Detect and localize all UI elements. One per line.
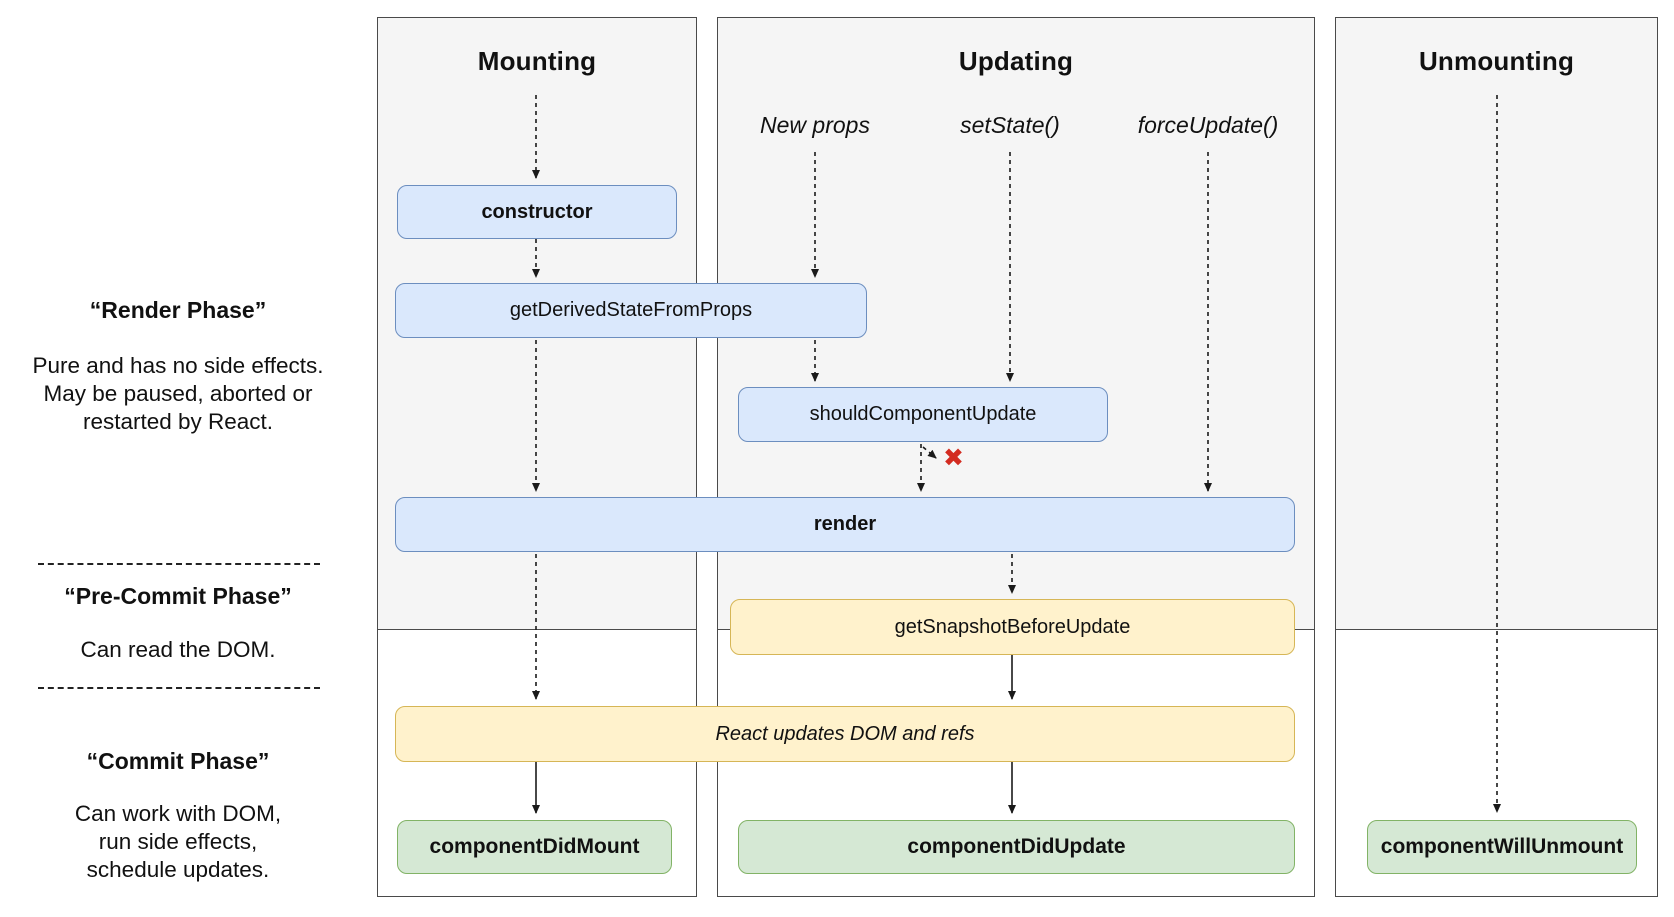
- unmounting-column: Unmounting: [1335, 17, 1658, 897]
- phase-divider: [38, 687, 320, 689]
- render-phase-description-line: May be paused, aborted or: [43, 381, 313, 406]
- pre-commit-phase-description: Can read the DOM.: [28, 636, 328, 664]
- node-component-did-mount[interactable]: componentDidMount: [397, 820, 672, 874]
- commit-phase-description-line: run side effects,: [98, 829, 258, 854]
- commit-phase-description: Can work with DOM, run side effects, sch…: [28, 800, 328, 884]
- render-phase-description: Pure and has no side effects. May be pau…: [28, 352, 328, 436]
- set-state-label: setState(): [960, 112, 1060, 138]
- updating-column-title: Updating: [958, 46, 1074, 76]
- no-update-x-icon: ✖: [943, 444, 964, 472]
- render-phase-description-line: restarted by React.: [82, 409, 274, 434]
- render-phase-description-line: Pure and has no side effects.: [32, 353, 324, 378]
- node-get-derived-state-from-props[interactable]: getDerivedStateFromProps: [395, 283, 867, 338]
- node-should-component-update[interactable]: shouldComponentUpdate: [738, 387, 1108, 442]
- unmounting-column-title: Unmounting: [1418, 46, 1575, 76]
- commit-phase-title: “Commit Phase”: [86, 748, 270, 774]
- node-component-did-update[interactable]: componentDidUpdate: [738, 820, 1295, 874]
- pre-commit-phase-description-line: Can read the DOM.: [80, 637, 276, 662]
- node-constructor[interactable]: constructor: [397, 185, 677, 239]
- node-component-will-unmount[interactable]: componentWillUnmount: [1367, 820, 1637, 874]
- mounting-column: Mounting: [377, 17, 697, 897]
- updating-column: Updating: [717, 17, 1315, 897]
- unmounting-render-phase-region: [1336, 18, 1657, 630]
- force-update-label: forceUpdate(): [1137, 112, 1279, 138]
- phase-divider: [38, 563, 320, 565]
- render-phase-title: “Render Phase”: [89, 297, 267, 323]
- pre-commit-phase-title: “Pre-Commit Phase”: [64, 583, 292, 609]
- commit-phase-description-line: schedule updates.: [86, 857, 270, 882]
- commit-phase-description-line: Can work with DOM,: [74, 801, 282, 826]
- node-render[interactable]: render: [395, 497, 1295, 552]
- node-react-updates-dom-and-refs[interactable]: React updates DOM and refs: [395, 706, 1295, 762]
- new-props-label: New props: [760, 112, 870, 138]
- node-get-snapshot-before-update[interactable]: getSnapshotBeforeUpdate: [730, 599, 1295, 655]
- mounting-column-title: Mounting: [477, 46, 597, 76]
